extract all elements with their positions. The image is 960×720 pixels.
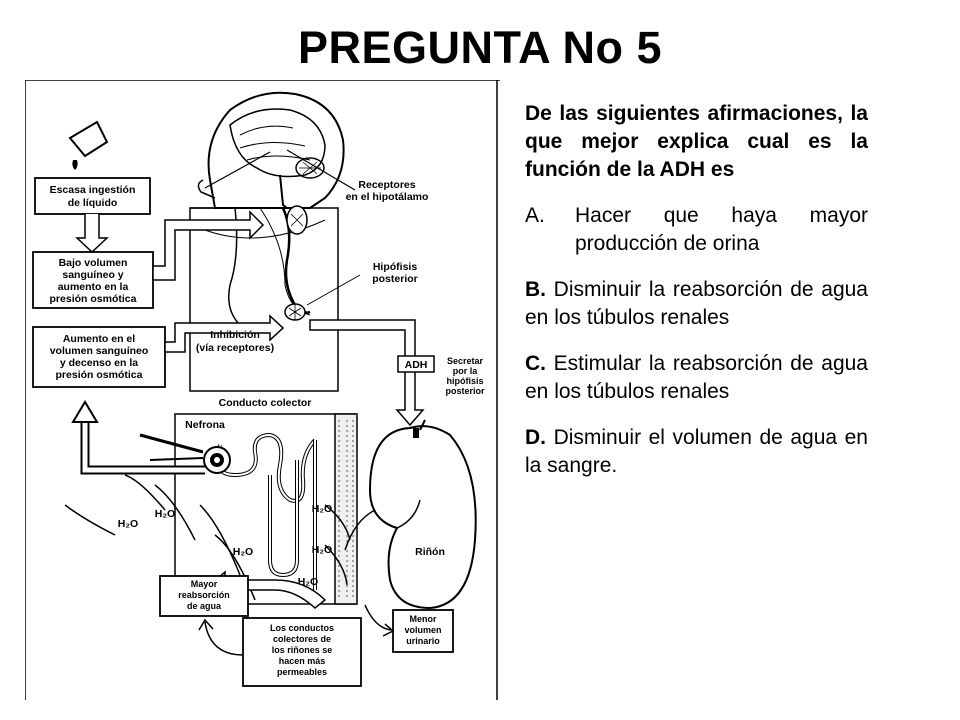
water-label-1: H₂O [118, 518, 138, 530]
increase-volume-label-1: Aumento en el [63, 333, 135, 345]
cup-icon [68, 120, 109, 170]
option-d-letter: D. [525, 426, 554, 449]
intake-label-2: de líquido [68, 197, 118, 209]
reabsorption-label-3: de agua [187, 601, 222, 611]
receptors-label-1: Receptores [358, 179, 415, 191]
adh-diagram: Escasa ingestión de líquido Bajo volumen… [25, 80, 500, 700]
low-volume-label-3: aumento en la [58, 281, 129, 293]
pituitary-icon [281, 205, 311, 321]
pituitary-label-2: posterior [372, 273, 418, 285]
low-volume-label-1: Bajo volumen [59, 257, 128, 269]
reabsorption-label-1: Mayor [191, 579, 218, 589]
water-label-2: H₂O [155, 508, 175, 520]
option-b[interactable]: B. Disminuir la reabsorción de agua en l… [525, 276, 868, 332]
option-a[interactable]: A. Hacer que haya mayor producción de or… [525, 202, 868, 258]
adh-label: ADH [405, 359, 428, 371]
inhibition-label-1: Inhibición [210, 329, 260, 341]
option-b-letter: B. [525, 278, 554, 301]
water-label-4: H₂O [312, 503, 332, 515]
duct-label: Conducto colector [219, 397, 312, 409]
less-urine-label-1: Menor [410, 614, 437, 624]
intake-label-1: Escasa ingestión [50, 184, 136, 196]
nephron-label: Nefrona [185, 419, 225, 431]
less-urine-label-3: urinario [406, 636, 440, 646]
permeable-label-3: los riñones se [272, 645, 333, 655]
low-volume-label-4: presión osmótica [50, 293, 137, 305]
option-d[interactable]: D. Disminuir el volumen de agua en la sa… [525, 424, 868, 480]
kidney-label: Riñón [415, 546, 445, 558]
receptors-label-2: en el hipotálamo [346, 191, 429, 203]
option-a-letter: A. [525, 204, 545, 227]
option-d-text: Disminuir el volumen de agua en la sangr… [525, 426, 868, 477]
increase-volume-label-4: presión osmótica [56, 369, 143, 381]
low-volume-label-2: sanguíneo y [62, 269, 123, 281]
option-c-text: Estimular la reabsorción de agua en los … [525, 352, 868, 403]
inhibition-label-2: (vía receptores) [196, 342, 274, 354]
reabsorption-label-2: reabsorción [178, 590, 230, 600]
question-panel: De las siguientes afirmaciones, la que m… [525, 100, 868, 480]
permeable-label-4: hacen más [279, 656, 326, 666]
head-brain-icon [197, 91, 345, 209]
permeable-label-5: permeables [277, 667, 327, 677]
kidney-icon [344, 419, 477, 610]
secrete-label-4: posterior [445, 386, 485, 396]
question-stem: De las siguientes afirmaciones, la que m… [525, 102, 868, 181]
increase-volume-label-3: y decenso en la [60, 357, 138, 369]
permeable-label-2: colectores de [273, 634, 331, 644]
permeable-label-1: Los conductos [270, 623, 334, 633]
pituitary-label-1: Hipófisis [373, 261, 417, 273]
water-label-5: H₂O [312, 544, 332, 556]
secrete-label-1: Secretar [447, 356, 484, 366]
nephron-icon [203, 432, 317, 590]
page-title: PREGUNTA No 5 [297, 22, 663, 73]
increase-volume-label-2: volumen sanguíneo [50, 345, 149, 357]
less-urine-label-2: volumen [404, 625, 441, 635]
option-c-letter: C. [525, 352, 554, 375]
option-a-text: Hacer que haya mayor producción de orina [575, 204, 868, 255]
water-arrows [64, 474, 351, 601]
secrete-label-2: por la [453, 366, 478, 376]
secrete-label-3: hipófisis [446, 376, 483, 386]
option-c[interactable]: C. Estimular la reabsorción de agua en l… [525, 350, 868, 406]
option-b-text: Disminuir la reabsorción de agua en los … [525, 278, 868, 329]
adh-diagram-svg: Escasa ingestión de líquido Bajo volumen… [25, 80, 500, 700]
water-label-3: H₂O [233, 546, 253, 558]
